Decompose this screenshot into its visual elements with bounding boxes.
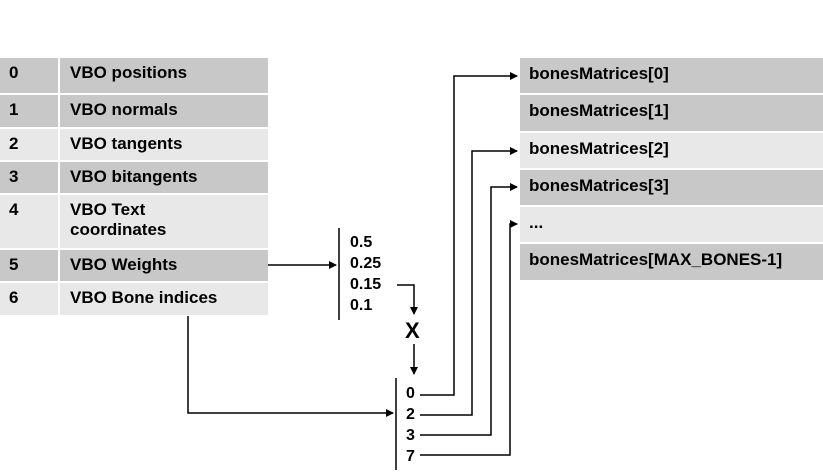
bone-index-2: 3	[406, 427, 415, 444]
vbo-index: 2	[0, 129, 60, 160]
index-3-arrow	[420, 183, 518, 436]
vbo-row-3: 3 VBO bitangents	[0, 162, 268, 195]
vbo-label: VBO normals	[70, 100, 178, 119]
bone-row-max: bonesMatrices[MAX_BONES-1]	[520, 244, 823, 280]
vbo-label: VBO positions	[70, 63, 188, 82]
bone-index-1: 2	[406, 406, 415, 423]
vbo-row-4: 4 VBO Text coordinates	[0, 195, 268, 250]
indices-arrow	[187, 316, 394, 417]
vbo-index: 1	[0, 95, 60, 127]
vbo-index: 0	[0, 58, 60, 93]
vbo-label: VBO Weights	[70, 255, 178, 274]
weight-value-0: 0.5	[350, 234, 373, 251]
bone-row-1: bonesMatrices[1]	[520, 95, 823, 133]
weight-to-multiply-arrow	[397, 284, 418, 315]
weight-value-1: 0.25	[350, 255, 382, 272]
bone-index-0: 0	[406, 385, 415, 402]
bone-row-3: bonesMatrices[3]	[520, 170, 823, 207]
vbo-label: VBO Bone indices	[70, 288, 218, 307]
multiply-symbol: X	[405, 318, 420, 343]
vbo-label: VBO tangents	[70, 134, 183, 153]
vbo-table: 0 VBO positions 1 VBO normals 2 VBO tang…	[0, 58, 268, 315]
vbo-index: 5	[0, 250, 60, 281]
bone-row-ellipsis: ...	[520, 207, 823, 244]
vbo-label: VBO Text coordinates	[70, 200, 167, 239]
vbo-row-2: 2 VBO tangents	[0, 129, 268, 162]
weight-value-2: 0.15	[350, 276, 382, 293]
index-2-arrow	[420, 147, 518, 416]
bones-matrices-table: bonesMatrices[0] bonesMatrices[1] bonesM…	[520, 58, 823, 280]
vbo-label: VBO bitangents	[70, 167, 198, 186]
index-7-arrow	[420, 220, 518, 456]
bone-row-2: bonesMatrices[2]	[520, 133, 823, 170]
vbo-row-1: 1 VBO normals	[0, 95, 268, 129]
index-0-arrow	[420, 72, 518, 396]
vbo-row-6: 6 VBO Bone indices	[0, 283, 268, 315]
weight-value-3: 0.1	[350, 297, 373, 314]
vbo-index: 4	[0, 195, 60, 248]
vbo-row-0: 0 VBO positions	[0, 58, 268, 95]
bone-index-3: 7	[406, 448, 415, 465]
vbo-row-5: 5 VBO Weights	[0, 250, 268, 283]
vbo-index: 3	[0, 162, 60, 193]
vbo-index: 6	[0, 283, 60, 315]
bone-row-0: bonesMatrices[0]	[520, 58, 823, 95]
